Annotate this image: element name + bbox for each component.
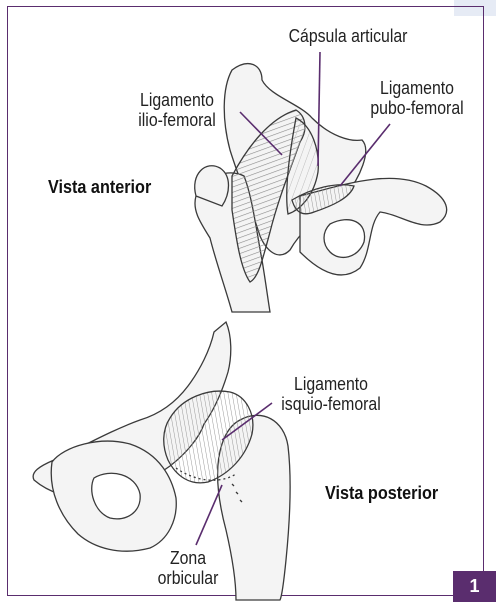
pubofemoral-label: Ligamento pubo-femoral: [360, 78, 474, 118]
obturator-foramen-anterior: [324, 220, 365, 258]
anterior-view-title: Vista anterior: [48, 177, 151, 198]
leader-orbicular: [196, 485, 222, 545]
orbicular-label: Zona orbicular: [135, 548, 241, 588]
iliofemoral-label: Ligamento ilio-femoral: [120, 90, 234, 130]
figure-number-badge: 1: [453, 571, 496, 602]
capsule-label: Cápsula articular: [260, 26, 436, 46]
posterior-view-title: Vista posterior: [325, 483, 438, 504]
ischiofemoral-label: Ligamento isquio-femoral: [274, 374, 388, 414]
